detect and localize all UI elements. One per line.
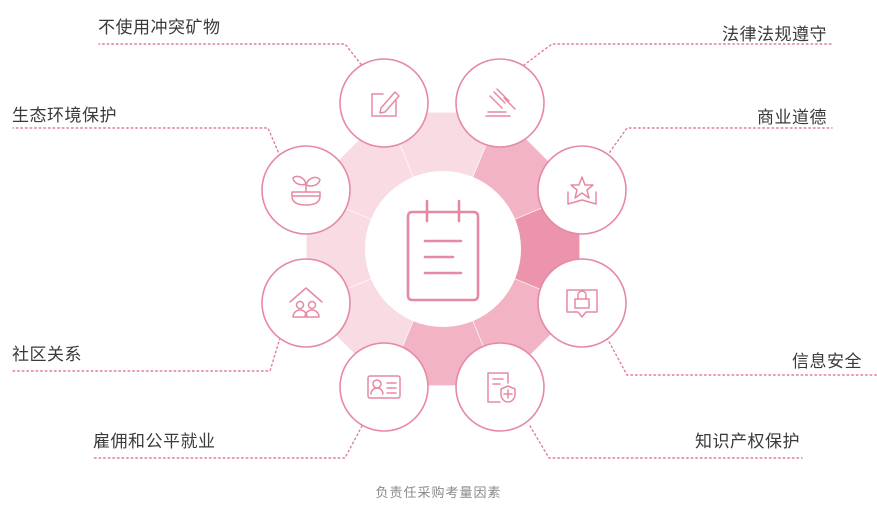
factor-node-circle bbox=[537, 258, 627, 348]
factor-node bbox=[339, 342, 429, 432]
factor-node-circle bbox=[339, 342, 429, 432]
notepad-icon bbox=[406, 199, 480, 302]
factor-label-eco-protection: 生态环境保护 bbox=[12, 106, 117, 126]
edit-document-icon bbox=[371, 91, 400, 117]
connector-line bbox=[606, 337, 877, 376]
factor-node-circle bbox=[261, 258, 351, 348]
connector-line bbox=[529, 425, 803, 459]
figure-caption: 负责任采购考量因素 bbox=[375, 486, 502, 501]
factor-label-information-security: 信息安全 bbox=[792, 352, 862, 372]
factor-node-circle bbox=[537, 145, 627, 235]
factor-node bbox=[339, 58, 429, 148]
sprout-pot-icon bbox=[291, 175, 321, 206]
connector-lines bbox=[12, 43, 877, 459]
connector-line bbox=[12, 127, 281, 157]
factor-node bbox=[455, 58, 545, 148]
factor-label-legal-compliance: 法律法规遵守 bbox=[722, 25, 827, 45]
factor-node bbox=[261, 258, 351, 348]
connector-line bbox=[606, 127, 833, 157]
connector-line bbox=[12, 337, 281, 372]
factor-node bbox=[537, 145, 627, 235]
factor-node-circle bbox=[339, 58, 429, 148]
community-house-icon bbox=[289, 287, 323, 318]
factor-node-circle bbox=[455, 342, 545, 432]
factor-node bbox=[261, 145, 351, 235]
connector-line bbox=[92, 425, 363, 459]
factor-label-fair-employment: 雇佣和公平就业 bbox=[93, 432, 216, 452]
id-card-icon bbox=[367, 375, 401, 399]
factor-nodes bbox=[261, 58, 627, 432]
factor-label-conflict-minerals: 不使用冲突矿物 bbox=[98, 18, 221, 38]
connector-line bbox=[519, 43, 833, 69]
center-circle bbox=[365, 171, 521, 327]
factor-label-community-relations: 社区关系 bbox=[12, 345, 82, 365]
shield-document-icon bbox=[487, 372, 516, 403]
factor-node bbox=[455, 342, 545, 432]
connector-line bbox=[98, 43, 365, 69]
star-book-icon bbox=[567, 176, 597, 205]
factor-label-business-ethics: 商业道德 bbox=[757, 108, 827, 128]
gavel-icon bbox=[485, 88, 516, 117]
factor-node-circle bbox=[455, 58, 545, 148]
factor-label-ip-protection: 知识产权保护 bbox=[695, 432, 800, 452]
lock-monitor-icon bbox=[566, 289, 598, 318]
center-hub bbox=[365, 171, 521, 327]
factor-node bbox=[537, 258, 627, 348]
